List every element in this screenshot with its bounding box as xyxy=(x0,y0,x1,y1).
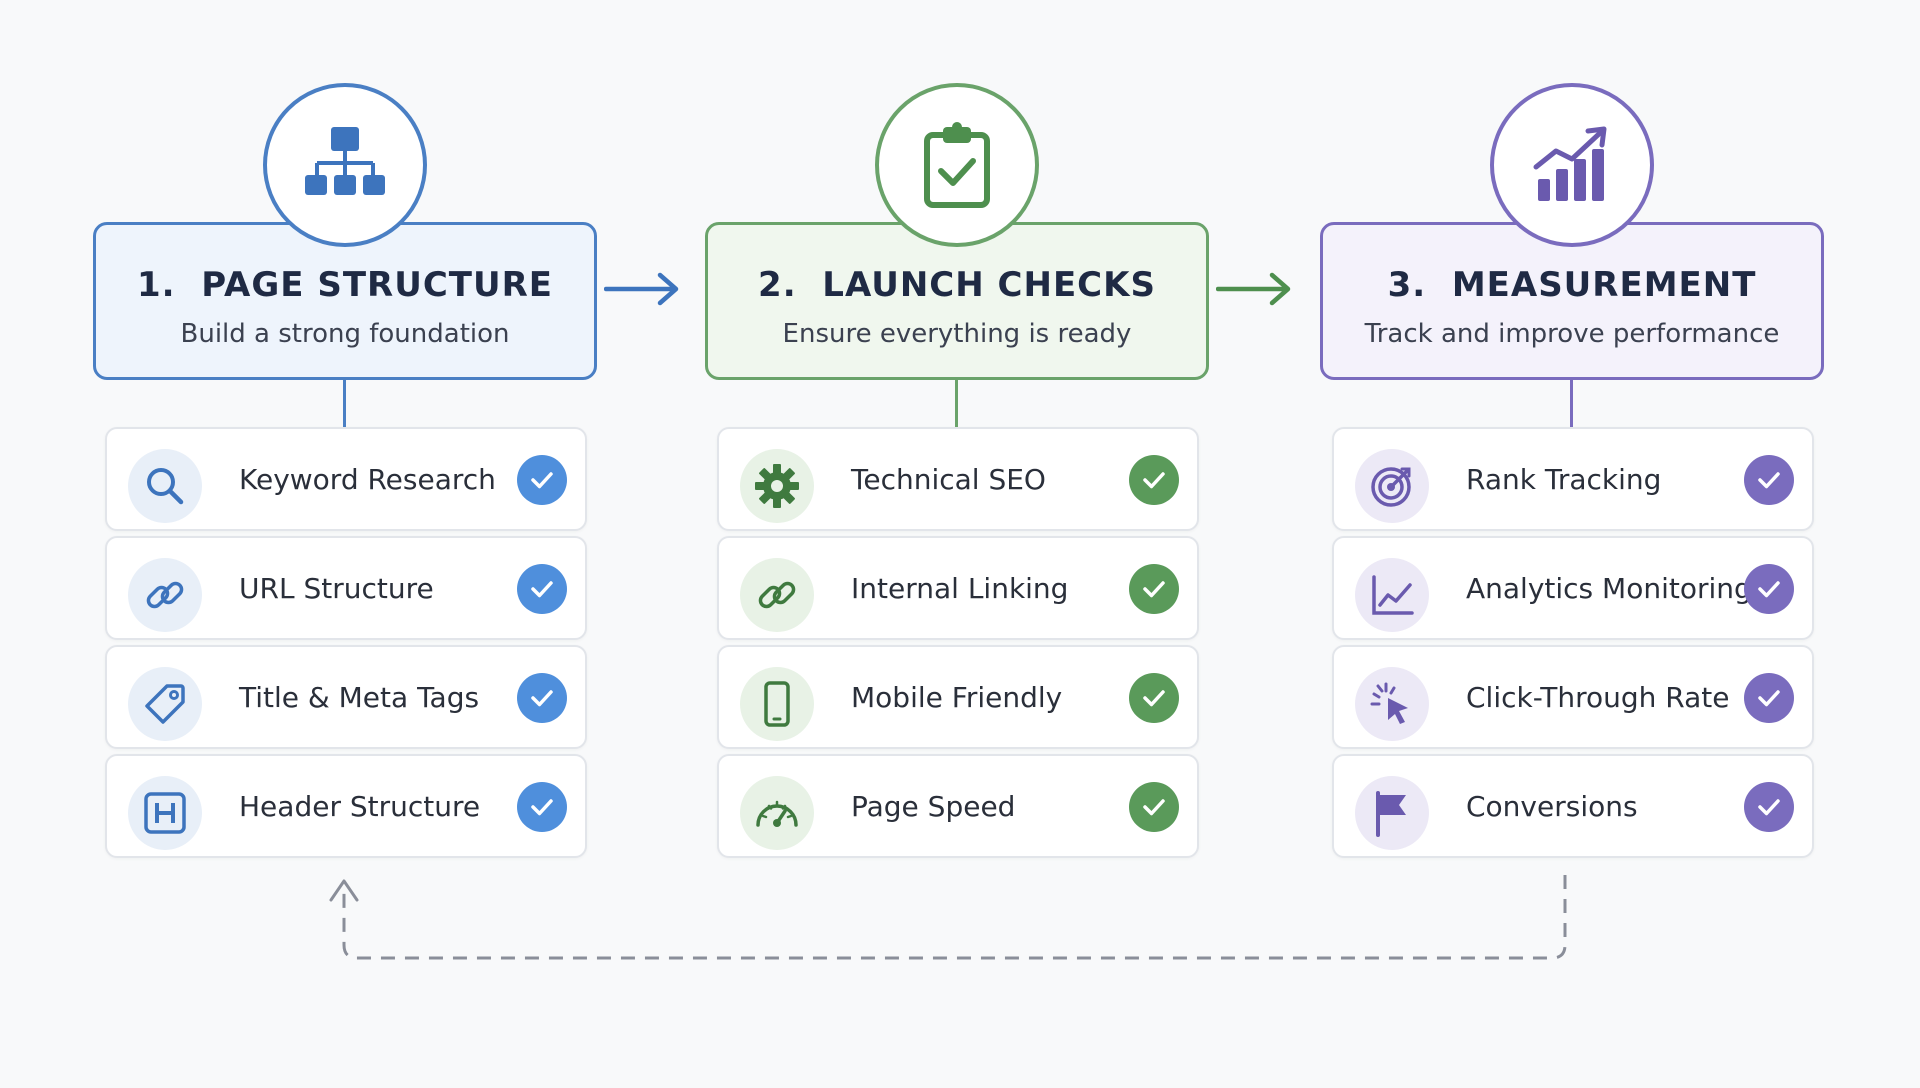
item-icon-circle xyxy=(128,449,202,523)
connector-line xyxy=(1570,380,1573,428)
item-label: Internal Linking xyxy=(851,572,1069,605)
list-item: Rank Tracking xyxy=(1332,427,1814,531)
list-item: Conversions xyxy=(1332,754,1814,858)
stage-launch-checks: 2. LAUNCH CHECKS Ensure everything is re… xyxy=(705,0,1209,1088)
stage-subtitle: Build a strong foundation xyxy=(180,319,510,349)
item-icon-circle xyxy=(1355,558,1429,632)
list-item: Technical SEO xyxy=(717,427,1199,531)
target-icon xyxy=(1371,467,1411,507)
item-icon-circle xyxy=(740,667,814,741)
stage-measurement: 3. MEASUREMENT Track and improve perform… xyxy=(1320,0,1824,1088)
stage-title: 3. MEASUREMENT xyxy=(1387,265,1757,305)
list-item: URL Structure xyxy=(105,536,587,640)
item-icon-circle xyxy=(128,776,202,850)
search-icon xyxy=(147,468,184,505)
sitemap-icon xyxy=(305,127,385,195)
item-icon-circle xyxy=(1355,449,1429,523)
checklist: Rank Tracking Analytics Monitoring xyxy=(1332,427,1814,863)
stage-header: 1. PAGE STRUCTURE Build a strong foundat… xyxy=(93,222,597,380)
item-icon-circle xyxy=(128,558,202,632)
list-item: Mobile Friendly xyxy=(717,645,1199,749)
checklist: Keyword Research URL Structure xyxy=(105,427,587,863)
list-item: Title & Meta Tags xyxy=(105,645,587,749)
cursor-click-icon xyxy=(1370,682,1408,724)
item-icon-circle xyxy=(1355,667,1429,741)
check-icon xyxy=(1129,673,1179,723)
list-item: Header Structure xyxy=(105,754,587,858)
arrow-right-icon xyxy=(604,272,679,306)
list-item: Page Speed xyxy=(717,754,1199,858)
check-icon xyxy=(517,455,567,505)
stage-title: 1. PAGE STRUCTURE xyxy=(137,265,553,305)
item-label: URL Structure xyxy=(239,572,434,605)
stage-header: 2. LAUNCH CHECKS Ensure everything is re… xyxy=(705,222,1209,380)
gear-icon xyxy=(755,464,799,508)
item-label: Keyword Research xyxy=(239,463,496,496)
item-label: Title & Meta Tags xyxy=(239,681,480,714)
check-icon xyxy=(517,564,567,614)
item-label: Mobile Friendly xyxy=(851,681,1063,714)
stage-badge xyxy=(1490,83,1654,247)
check-icon xyxy=(1744,673,1794,723)
header-h-icon xyxy=(144,792,186,834)
item-label: Rank Tracking xyxy=(1466,463,1662,496)
growth-chart-icon xyxy=(1533,126,1607,201)
stage-badge xyxy=(875,83,1039,247)
link-icon xyxy=(758,581,796,609)
stage-subtitle: Track and improve performance xyxy=(1364,319,1780,349)
stage-badge xyxy=(263,83,427,247)
flag-icon xyxy=(1376,791,1406,837)
list-item: Keyword Research xyxy=(105,427,587,531)
item-icon-circle xyxy=(1355,776,1429,850)
item-icon-circle xyxy=(740,776,814,850)
check-icon xyxy=(1744,782,1794,832)
item-label: Header Structure xyxy=(239,790,481,823)
tag-icon xyxy=(145,684,185,724)
smartphone-icon xyxy=(764,681,790,727)
connector-line xyxy=(343,380,346,428)
arrow-right-icon xyxy=(1216,272,1291,306)
clipboard-check-icon xyxy=(924,122,990,208)
link-icon xyxy=(146,581,184,609)
line-chart-icon xyxy=(1372,575,1414,615)
item-label: Conversions xyxy=(1466,790,1638,823)
item-icon-circle xyxy=(128,667,202,741)
check-icon xyxy=(517,673,567,723)
check-icon xyxy=(1744,564,1794,614)
check-icon xyxy=(1129,782,1179,832)
list-item: Analytics Monitoring xyxy=(1332,536,1814,640)
item-label: Page Speed xyxy=(851,790,1016,823)
list-item: Internal Linking xyxy=(717,536,1199,640)
item-icon-circle xyxy=(740,558,814,632)
stage-page-structure: 1. PAGE STRUCTURE Build a strong foundat… xyxy=(93,0,597,1088)
stage-subtitle: Ensure everything is ready xyxy=(782,319,1132,349)
check-icon xyxy=(517,782,567,832)
check-icon xyxy=(1129,455,1179,505)
checklist: Technical SEO Internal Linking xyxy=(717,427,1199,863)
connector-line xyxy=(955,380,958,428)
check-icon xyxy=(1744,455,1794,505)
speedometer-icon xyxy=(756,800,798,827)
item-label: Technical SEO xyxy=(851,463,1046,496)
item-label: Analytics Monitoring xyxy=(1466,572,1752,605)
stage-title: 2. LAUNCH CHECKS xyxy=(758,265,1156,305)
item-label: Click-Through Rate xyxy=(1466,681,1730,714)
list-item: Click-Through Rate xyxy=(1332,645,1814,749)
stage-header: 3. MEASUREMENT Track and improve perform… xyxy=(1320,222,1824,380)
item-icon-circle xyxy=(740,449,814,523)
check-icon xyxy=(1129,564,1179,614)
